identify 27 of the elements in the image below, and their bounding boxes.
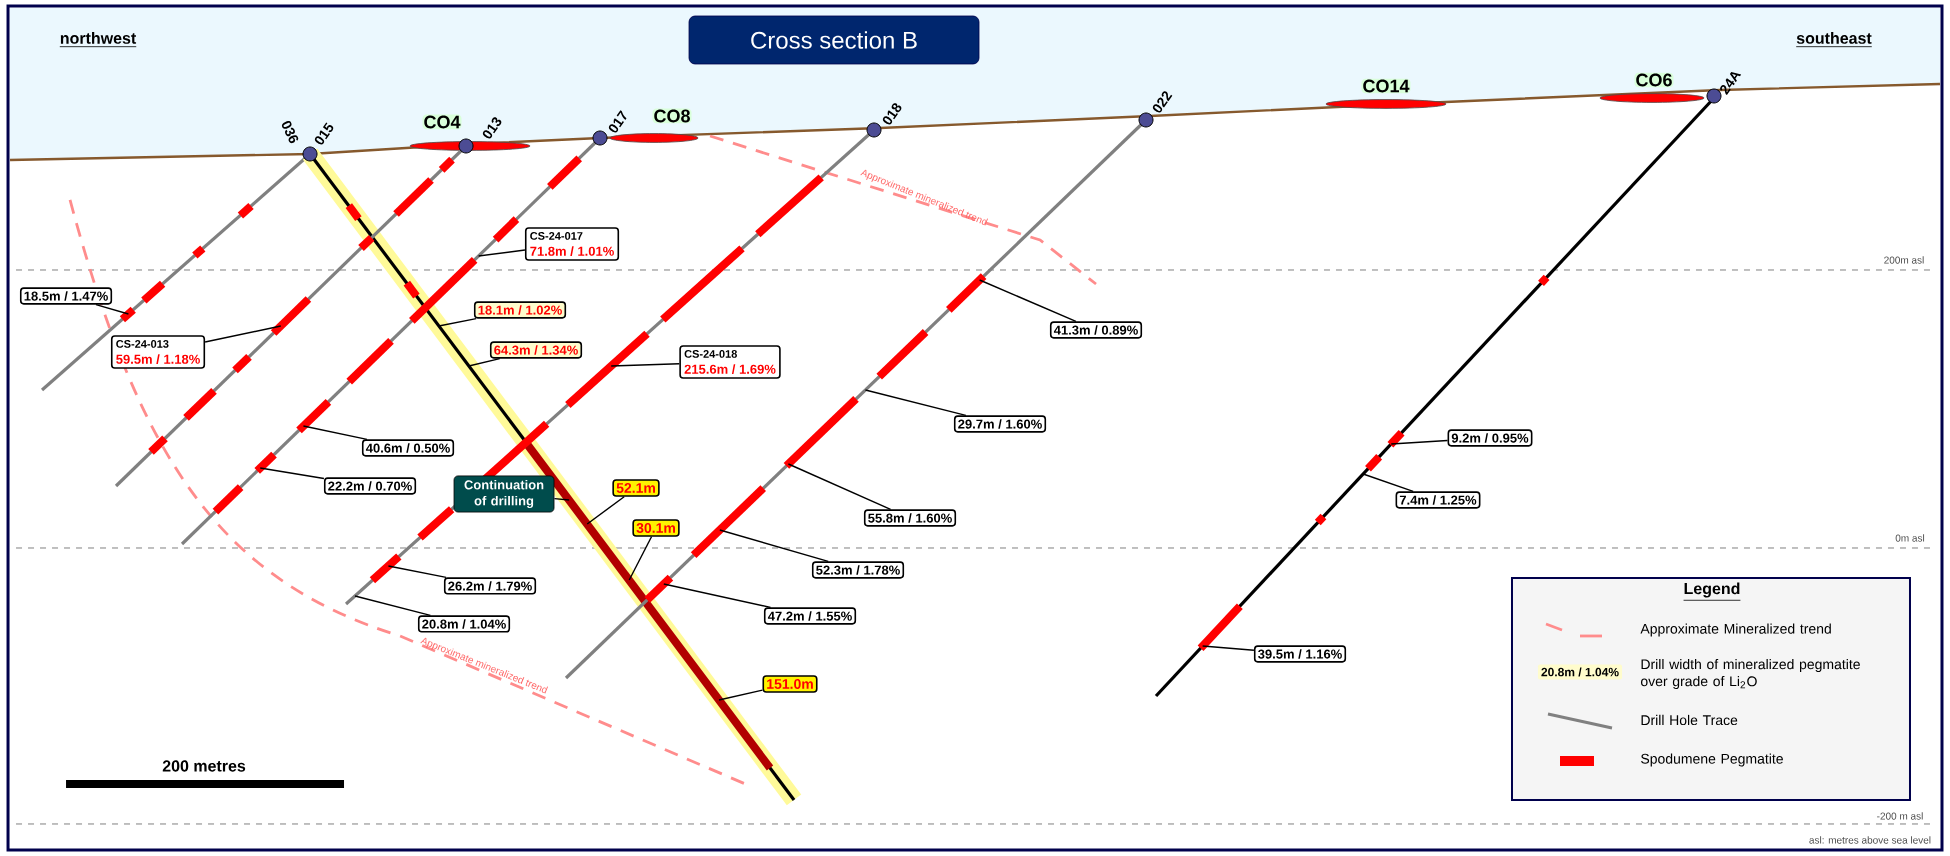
leader-line	[1390, 439, 1449, 445]
leader-line	[1201, 645, 1255, 651]
direction-label: southeast	[1795, 32, 1873, 48]
leader-line	[259, 467, 325, 480]
leader-line	[354, 595, 432, 617]
leader-line	[302, 425, 368, 441]
scale-label: 200 metres	[162, 760, 246, 772]
leader-line	[610, 363, 681, 367]
leader-line	[787, 463, 892, 511]
title-box: Cross section B	[688, 15, 980, 65]
leader-line	[477, 249, 526, 257]
direction-label: northwest	[59, 32, 137, 48]
leader-line	[586, 496, 625, 525]
leader-line	[663, 583, 772, 609]
leader-line	[864, 389, 967, 417]
leader-line	[95, 303, 130, 315]
leader-line	[718, 689, 764, 701]
leader-line	[204, 325, 282, 343]
leader-line	[387, 565, 447, 579]
leader-line	[1362, 473, 1414, 493]
legend-title: Legend	[1683, 582, 1741, 601]
leader-line	[978, 279, 1077, 323]
leader-line	[553, 497, 570, 501]
leader-line	[719, 529, 829, 563]
leader-line	[438, 317, 477, 327]
leader-line	[468, 357, 501, 367]
leader-line	[628, 536, 653, 581]
